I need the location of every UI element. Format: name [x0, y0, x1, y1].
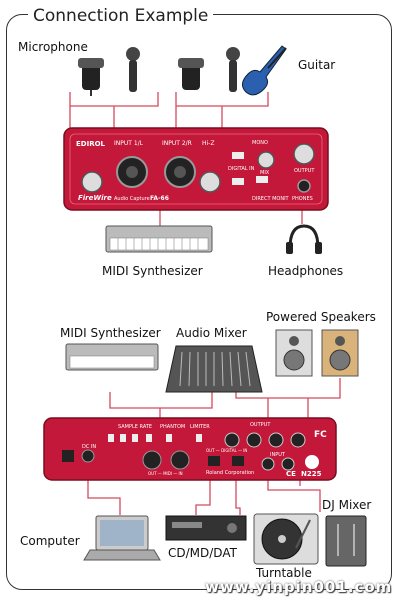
- output-label: OUTPUT: [294, 168, 315, 174]
- watermark: www.yinpin001.com: [205, 578, 393, 596]
- dj-mixer-label: DJ Mixer: [322, 498, 372, 512]
- audio-capture-label: Audio Capture: [114, 196, 150, 202]
- powered-speakers-icon: [275, 329, 359, 377]
- input-2r-label: INPUT 2/R: [162, 140, 192, 147]
- firewire-label: FireWire: [78, 194, 112, 202]
- headphones-icon: [286, 224, 322, 254]
- guitar-label: Guitar: [298, 58, 336, 72]
- fc-mark: FC: [314, 430, 327, 440]
- dc-in-label: DC IN: [82, 444, 97, 450]
- diagram-title: Connection Example: [28, 6, 214, 26]
- microphone-label: Microphone: [18, 40, 88, 54]
- input-1l-label: INPUT 1/L: [114, 140, 144, 147]
- midi-synthesizer-label-bottom: MIDI Synthesizer: [60, 326, 161, 340]
- turntable-icon: [253, 513, 319, 565]
- guitar-icon: [242, 45, 287, 96]
- midi-synthesizer-label-top: MIDI Synthesizer: [102, 264, 203, 278]
- midi-label: OUT — MIDI — IN: [148, 471, 183, 476]
- powered-speakers-label: Powered Speakers: [266, 310, 376, 324]
- mix-label: MIX: [260, 170, 270, 176]
- microphone-icon: [78, 47, 140, 96]
- turntable-label: Turntable: [256, 566, 312, 580]
- ce-mark: CE: [286, 470, 296, 478]
- brand-label: EDIROL: [76, 140, 105, 148]
- front-panel-device: [63, 127, 329, 211]
- maker-label: Roland Corporation: [206, 470, 255, 476]
- computer-label: Computer: [20, 534, 80, 548]
- mono-label: MONO: [252, 140, 268, 146]
- cert-label: N225: [301, 470, 322, 478]
- audio-mixer-label: Audio Mixer: [176, 326, 247, 340]
- phones-label: PHONES: [292, 196, 313, 202]
- model-label: FA-66: [150, 195, 169, 202]
- microphone-icon: [178, 47, 240, 92]
- hi-z-label: Hi-Z: [202, 140, 215, 147]
- rear-output-label: OUTPUT: [250, 422, 271, 428]
- midi-keyboard-icon: [65, 343, 159, 371]
- cd-player-icon: [165, 515, 247, 541]
- headphones-label: Headphones: [268, 264, 344, 278]
- phantom-label: PHANTOM: [160, 424, 186, 430]
- limiter-label: LIMITER: [190, 424, 210, 430]
- sample-rate-label: SAMPLE RATE: [118, 424, 153, 430]
- digital-label: OUT — DIGITAL — IN: [206, 448, 248, 453]
- midi-keyboard-icon: [105, 225, 213, 253]
- cd-md-dat-label: CD/MD/DAT: [168, 546, 237, 560]
- rear-panel-device: [43, 417, 337, 481]
- digital-in-label: DIGITAL IN: [228, 166, 255, 172]
- audio-mixer-icon: [165, 345, 263, 393]
- direct-monitor-label: DIRECT MONIT: [252, 196, 289, 202]
- input-label: INPUT: [270, 452, 285, 458]
- dj-mixer-icon: [325, 515, 367, 567]
- computer-icon: [83, 515, 161, 561]
